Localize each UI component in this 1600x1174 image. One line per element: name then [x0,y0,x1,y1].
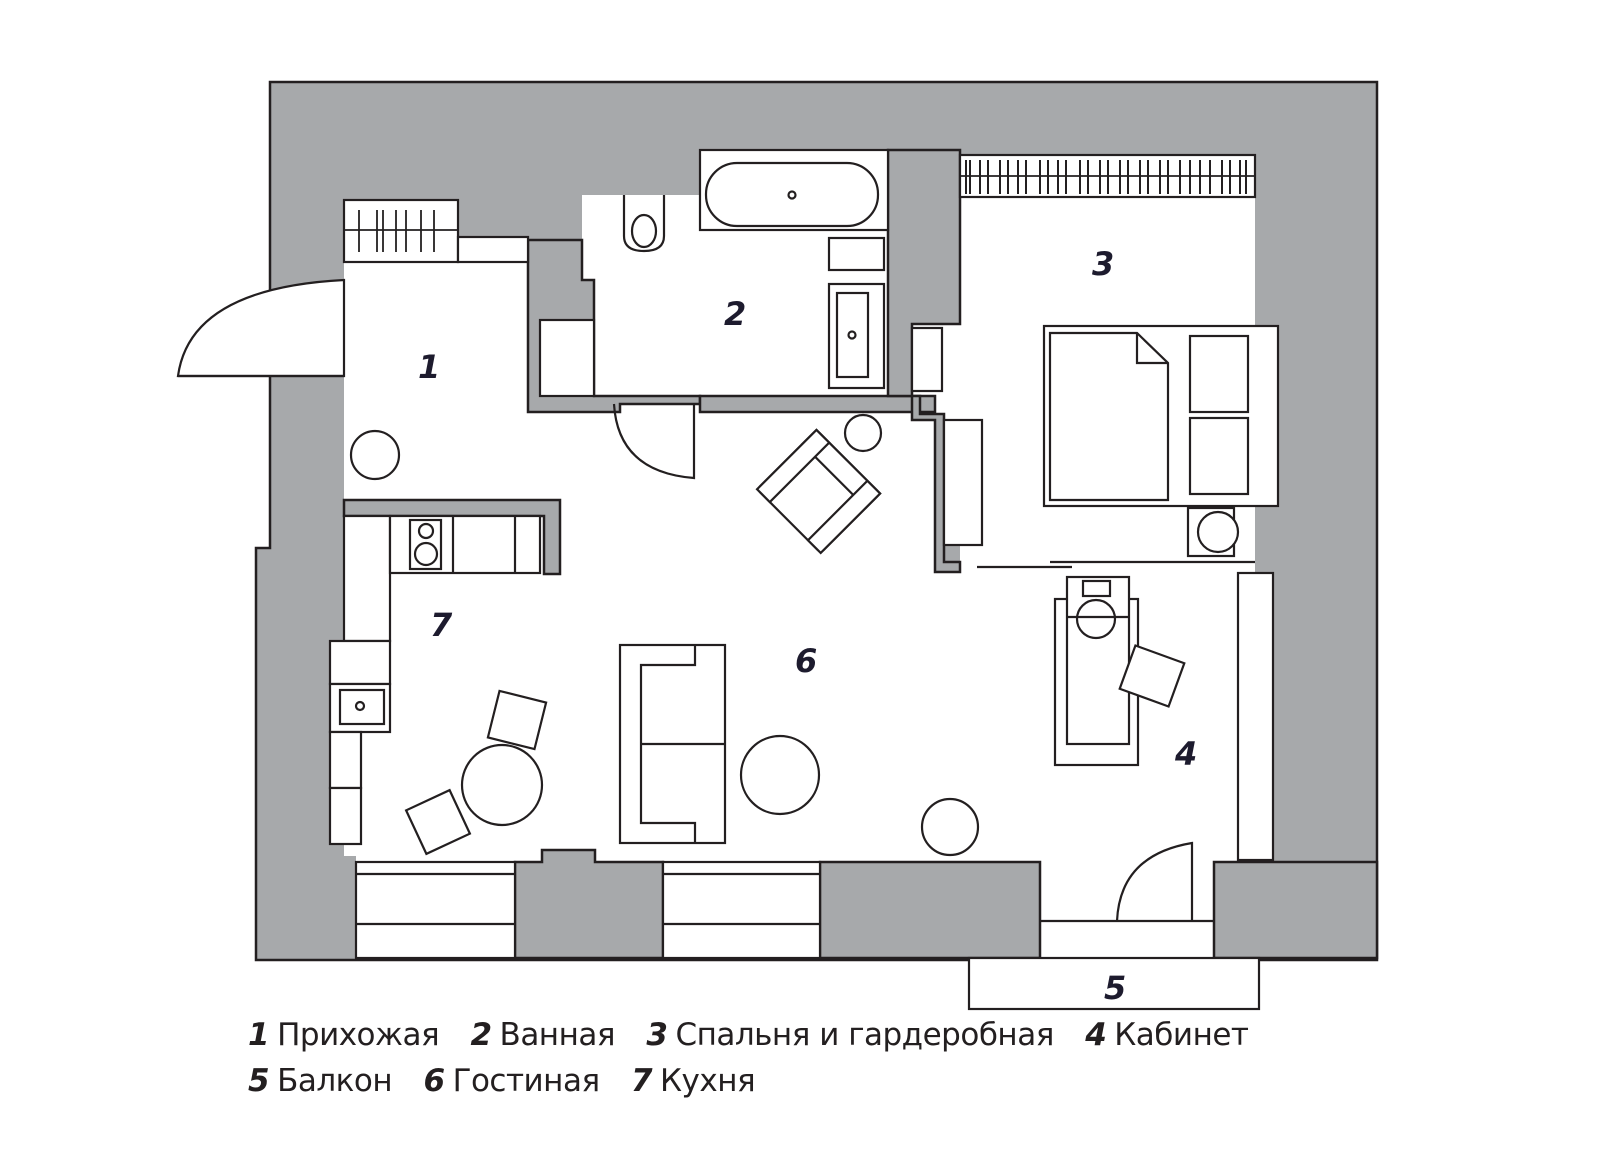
bedroom-nightstand [1186,506,1240,558]
room-label-4: 4 [1174,735,1197,773]
side-table [843,413,883,453]
hall-radiator [342,198,460,264]
bath-shelf [827,236,886,272]
room-label-3: 3 [1092,245,1114,283]
study-wardrobe [1236,571,1275,862]
interior-walls [342,148,1379,960]
balcony-door-swing [1115,841,1194,922]
room-label-6: 6 [795,642,817,680]
bedroom-small-cabinet [910,326,944,393]
window-kitchen [354,860,517,960]
room-label-2: 2 [724,295,746,333]
bath-door-swing [612,403,696,480]
bedroom-radiator [958,153,1257,199]
toilet [622,195,666,253]
cooktop [408,518,443,571]
coffee-table [739,734,821,816]
hall-pouf [349,429,401,481]
room-label-1: 1 [418,348,440,386]
room-label-5: 5 [1104,969,1126,1007]
window-living [661,860,822,960]
entry-door-swing [176,278,346,378]
balcony [967,956,1261,1011]
bedroom-wardrobe [942,418,984,547]
bath-sink [827,282,886,390]
room-label-7: 7 [430,606,453,644]
dining-chair-2 [404,788,472,856]
dining-table [460,743,544,827]
bathtub [698,148,890,232]
bed [1042,324,1280,508]
kitchen-counter-side [328,639,392,846]
hall-cabinet [538,318,596,398]
armchair [755,428,882,555]
hall-shelf [456,235,530,264]
dining-chair-1 [486,689,548,751]
sofa [618,643,727,845]
desk-chair [1118,644,1186,708]
living-pouf [920,797,980,857]
